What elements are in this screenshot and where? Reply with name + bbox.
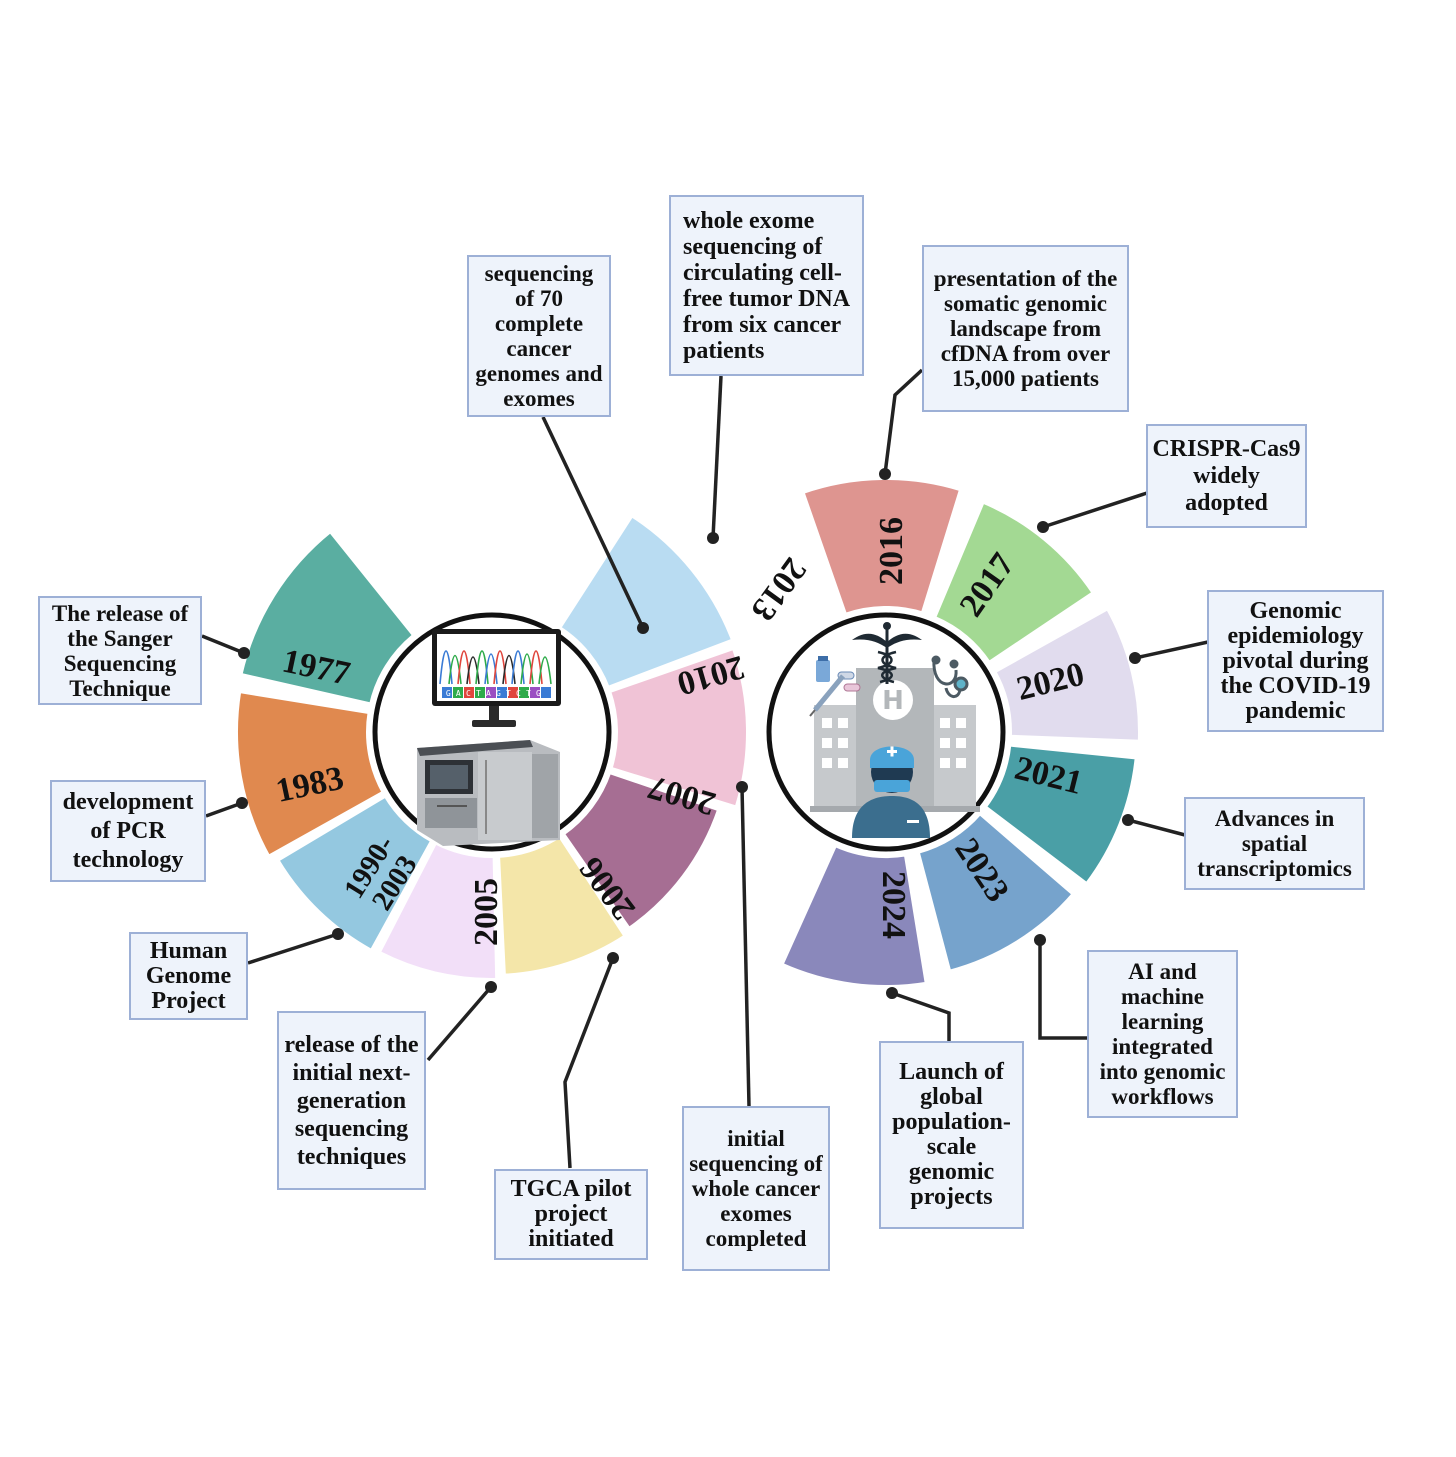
base-call-strip: GACTAGTCTG xyxy=(442,687,551,698)
connector-2024 xyxy=(891,991,951,1041)
event-box-2023: AI and machine learning integrated into … xyxy=(1087,950,1238,1118)
dot-1977 xyxy=(238,647,250,659)
connector-2010 xyxy=(541,416,645,629)
event-box-2010: sequencing of 70 complete cancer genomes… xyxy=(467,255,611,417)
segment-1983 xyxy=(234,688,387,860)
dot-1983 xyxy=(236,797,248,809)
caduceus-icon xyxy=(852,622,922,684)
segment-2020 xyxy=(991,605,1142,744)
connector-2006 xyxy=(563,957,615,1169)
connector-2016 xyxy=(883,368,924,475)
svg-text:GACTAGTCTG: GACTAGTCTG xyxy=(446,689,546,698)
connector-1983 xyxy=(205,801,243,818)
event-box-2016: presentation of the somatic genomic land… xyxy=(922,245,1129,412)
segment-2017 xyxy=(931,498,1097,666)
dot-2020 xyxy=(1129,652,1141,664)
year-label-2005: 2005 xyxy=(468,878,505,946)
event-box-1990-2003: Human Genome Project xyxy=(129,932,248,1020)
connector-2023 xyxy=(1038,940,1088,1040)
connector-1977 xyxy=(201,634,245,655)
segment-2005 xyxy=(375,839,500,982)
event-box-2013: whole exome sequencing of circulating ce… xyxy=(669,195,864,376)
segment-2016 xyxy=(799,476,964,618)
connector-2020 xyxy=(1134,640,1209,660)
segment-2024 xyxy=(778,842,930,989)
segment-2006 xyxy=(495,832,629,978)
medicine-icon xyxy=(809,656,861,717)
segment-1977 xyxy=(238,528,418,707)
year-label-2016: 2016 xyxy=(873,517,910,585)
year-label-2013: 2013 xyxy=(744,551,814,628)
event-box-2007: initial sequencing of whole cancer exome… xyxy=(682,1106,830,1271)
dot-2023 xyxy=(1034,934,1046,946)
dot-2010 xyxy=(637,622,649,634)
doctor-icon xyxy=(852,746,930,838)
dot-2024 xyxy=(886,987,898,999)
segment-2010 xyxy=(606,645,750,811)
segment-2013 xyxy=(556,512,736,691)
dot-2017 xyxy=(1037,521,1049,533)
dot-1990-2003 xyxy=(332,928,344,940)
event-box-2021: Advances in spatial transcriptomics xyxy=(1184,797,1365,890)
dot-2016 xyxy=(879,468,891,480)
connector-1990-2003 xyxy=(247,932,339,965)
dot-2013 xyxy=(707,532,719,544)
event-box-2020: Genomic epidemiology pivotal during the … xyxy=(1207,590,1384,732)
dot-2006 xyxy=(607,952,619,964)
event-box-1983: development of PCR technology xyxy=(50,780,206,882)
dna-sequencer-icon: GACTAGTCTG xyxy=(372,612,612,852)
right-wheel xyxy=(778,476,1142,989)
dot-2021 xyxy=(1122,814,1134,826)
dot-2005 xyxy=(485,981,497,993)
event-box-2017: CRISPR-Cas9 widely adopted xyxy=(1146,424,1307,528)
connector-2013 xyxy=(711,375,723,539)
connector-dots xyxy=(236,468,1141,999)
svg-text:H: H xyxy=(882,686,904,716)
dot-2007 xyxy=(736,781,748,793)
segment-2021 xyxy=(981,742,1139,888)
event-box-2005: release of the initial next-generation s… xyxy=(277,1011,426,1190)
connectors xyxy=(201,368,1209,1169)
connector-2007 xyxy=(740,786,751,1107)
connector-2021 xyxy=(1127,818,1186,837)
segment-2007 xyxy=(559,769,722,932)
year-label-2024: 2024 xyxy=(875,871,912,939)
connector-2017 xyxy=(1042,491,1148,529)
hospital-doctor-icon: H xyxy=(766,612,1006,852)
stethoscope-icon xyxy=(931,655,969,698)
connector-2005 xyxy=(426,985,493,1062)
event-box-2024: Launch of global population-scale genomi… xyxy=(879,1041,1024,1229)
segment-2023 xyxy=(915,810,1077,975)
event-box-2006: TGCA pilot project initiated xyxy=(494,1169,648,1260)
event-box-1977: The release of the Sanger Sequencing Tec… xyxy=(38,596,202,705)
